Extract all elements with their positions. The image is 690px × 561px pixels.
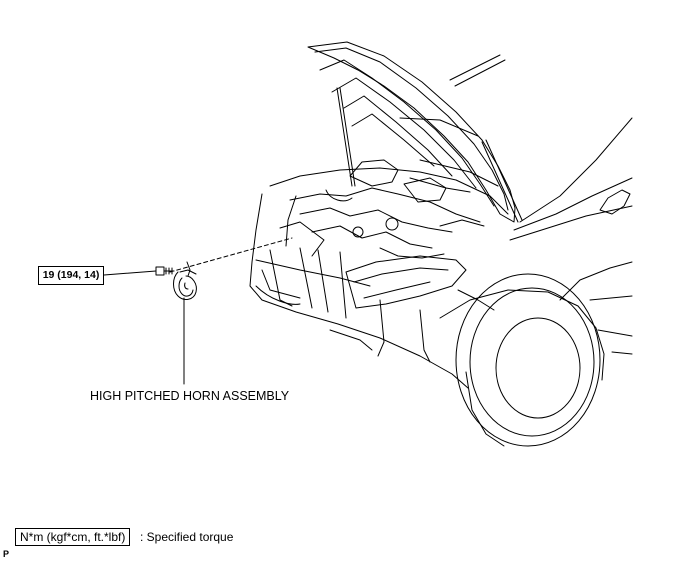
engine-bay [269,159,509,259]
legend-torque-units: N*m (kgf*cm, ft.*lbf) [15,528,131,546]
horn-assembly-label: HIGH PITCHED HORN ASSEMBLY [90,389,290,403]
vehicle-body [509,117,633,355]
front-wheel [439,273,605,447]
front-bumper [249,193,495,389]
hood [307,41,516,223]
horn-icon [173,261,197,300]
torque-leader-line [103,270,157,276]
corner-mark: P [3,549,10,559]
legend-description: : Specified torque [140,530,234,544]
bolt-icon [155,266,175,276]
mounting-guide-line [169,237,293,273]
torque-value-label: 19 (194, 14) [38,266,104,285]
